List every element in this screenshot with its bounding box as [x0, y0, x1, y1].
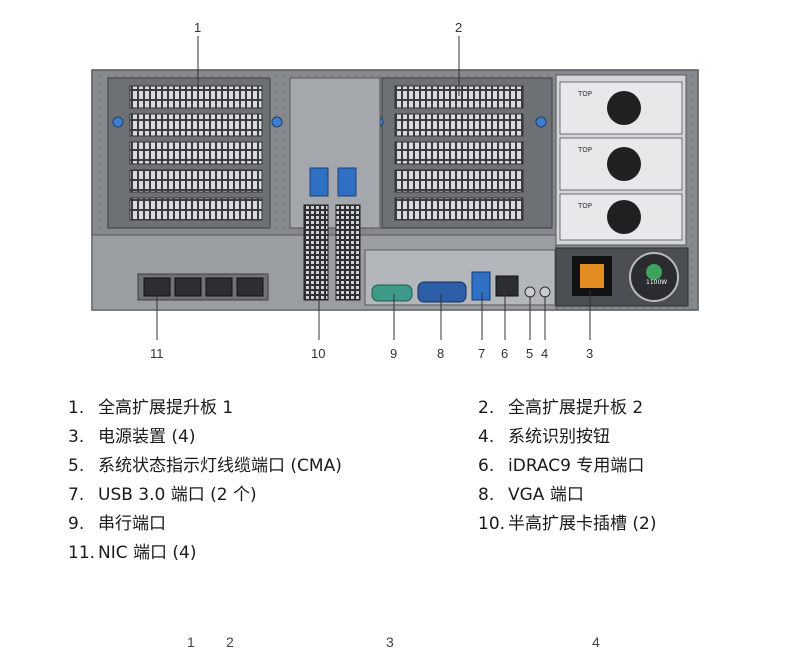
legend-number: 1.: [68, 398, 85, 418]
legend-item: 4. 系统识别按钮: [478, 423, 656, 452]
legend-right: 2. 全高扩展提升板 2 4. 系统识别按钮 6. iDRAC9 专用端口 8. VGA…: [478, 394, 656, 539]
legend-label: 串行端口: [98, 514, 166, 534]
legend-item: 1. 全高扩展提升板 1: [68, 394, 342, 423]
callout-leaders: [156, 36, 591, 340]
legend-item: 9. 串行端口: [68, 510, 342, 539]
legend-number: 4.: [478, 427, 495, 447]
full-height-riser-1: [107, 77, 283, 229]
legend-item: 8. VGA 端口: [478, 481, 656, 510]
usb-ports: [471, 271, 491, 301]
legend-label: 全高扩展提升板 2: [508, 398, 644, 418]
legend-label: 全高扩展提升板 1: [98, 398, 234, 418]
callout-4: 4: [541, 346, 548, 361]
legend-number: 9.: [68, 514, 85, 534]
legend-item: 7. USB 3.0 端口 (2 个): [68, 481, 342, 510]
idrac-port: [495, 275, 519, 297]
legend-item: 2. 全高扩展提升板 2: [478, 394, 656, 423]
full-height-riser-2: [372, 77, 553, 229]
legend-label: NIC 端口 (4): [98, 543, 197, 563]
legend-number: 7.: [68, 485, 85, 505]
vga-port: [417, 281, 467, 303]
callout-11: 11: [150, 346, 164, 361]
callout-7: 7: [478, 346, 485, 361]
legend-label: 半高扩展卡插槽 (2): [508, 514, 657, 534]
legend-label: 系统识别按钮: [508, 427, 610, 447]
power-supplies: TOP TOP TOP 1100W: [555, 74, 689, 307]
legend-item: 5. 系统状态指示灯线缆端口 (CMA): [68, 452, 342, 481]
serial-port: [371, 284, 413, 302]
cma-port: [524, 286, 536, 298]
legend-label: 系统状态指示灯线缆端口 (CMA): [98, 456, 342, 476]
server-rear-diagram: TOP TOP TOP 1100W 1 2 11 10 9 8 7 6 5 4 …: [91, 20, 699, 361]
callout-2: 2: [455, 20, 462, 35]
legend-number: 10.: [478, 514, 506, 534]
svg-text:TOP: TOP: [577, 202, 592, 210]
callout-9: 9: [390, 346, 397, 361]
legend-label: 电源装置 (4): [98, 427, 196, 447]
bottom-number-2: 2: [226, 634, 234, 650]
callout-3: 3: [586, 346, 593, 361]
legend-number: 3.: [68, 427, 85, 447]
psu-top-label: TOP: [577, 90, 592, 98]
bottom-number-1: 1: [187, 634, 195, 650]
bottom-number-3: 3: [386, 634, 394, 650]
psu-badge: 1100W: [646, 279, 667, 286]
callout-6: 6: [501, 346, 508, 361]
legend-item: 6. iDRAC9 专用端口: [478, 452, 656, 481]
legend-label: USB 3.0 端口 (2 个): [98, 485, 257, 505]
rear-io-panel: [364, 249, 556, 306]
legend-label: VGA 端口: [508, 485, 584, 505]
legend-number: 2.: [478, 398, 495, 418]
svg-text:TOP: TOP: [577, 146, 592, 154]
bottom-number-4: 4: [592, 634, 600, 650]
callout-5: 5: [526, 346, 533, 361]
legend-item: 3. 电源装置 (4): [68, 423, 342, 452]
half-height-slots: [289, 77, 381, 301]
legend-item: 11.NIC 端口 (4): [68, 539, 342, 568]
callout-10: 10: [311, 346, 325, 361]
legend-number: 6.: [478, 456, 495, 476]
callout-1: 1: [194, 20, 201, 35]
legend-number: 8.: [478, 485, 495, 505]
legend-item: 10.半高扩展卡插槽 (2): [478, 510, 656, 539]
callout-8: 8: [437, 346, 444, 361]
legend-number: 5.: [68, 456, 85, 476]
nic-ports: [137, 273, 269, 301]
legend-number: 11.: [68, 543, 96, 563]
system-id-button: [539, 286, 551, 298]
legend-left: 1. 全高扩展提升板 1 3. 电源装置 (4) 5. 系统状态指示灯线缆端口 (CM…: [68, 394, 342, 568]
legend-label: iDRAC9 专用端口: [508, 456, 645, 476]
